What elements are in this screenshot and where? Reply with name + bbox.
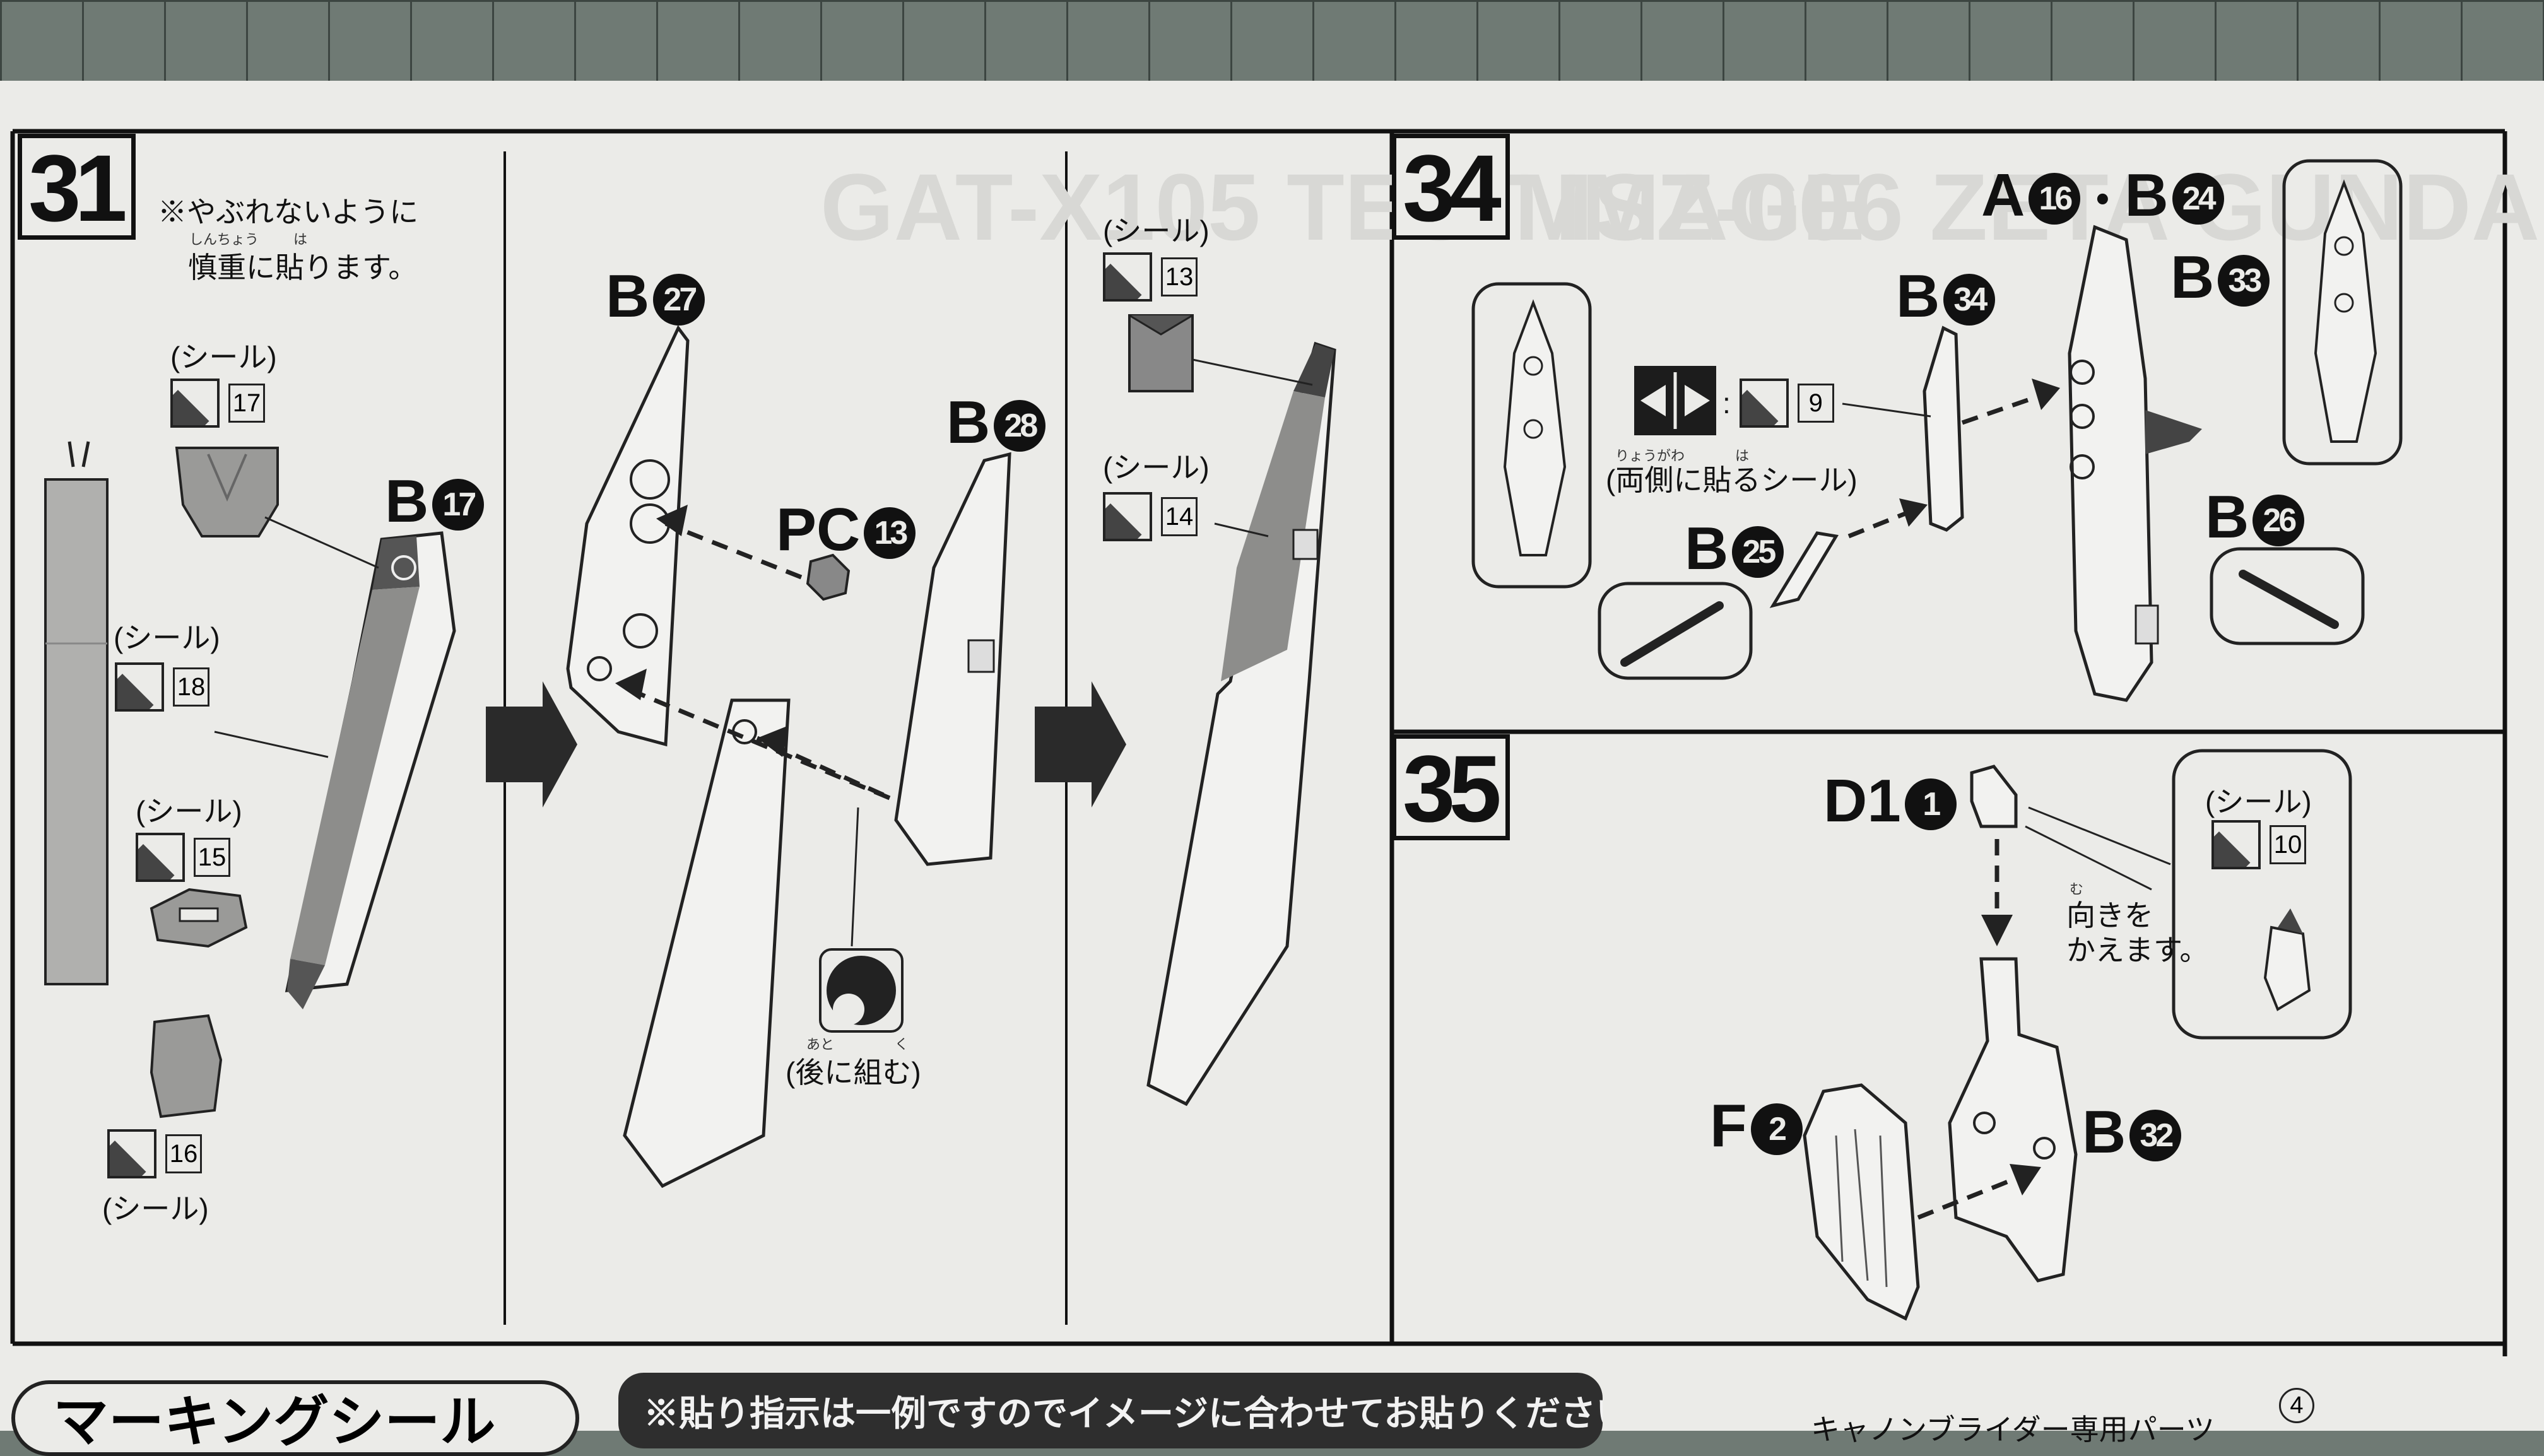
seal-label: (シール) <box>102 1192 209 1225</box>
part-d1 <box>1970 765 2018 828</box>
assemble-later-label: (後に組む) <box>786 1056 921 1089</box>
part-a16-b24 <box>2068 225 2153 702</box>
turn-ruby-mu: む <box>2070 881 2084 897</box>
turn-direction-line1: 向きを <box>2066 899 2153 932</box>
both-sides-ruby-ha: は <box>1735 448 1750 464</box>
turn-direction-line2: かえます。 <box>2066 934 2209 966</box>
decal-10: 10 <box>2211 820 2306 869</box>
b25-runner-box <box>1598 582 1753 680</box>
both-sides-decal-label: (両側に貼るシール) <box>1606 464 1858 496</box>
marking-seal-heading: マーキングシール <box>11 1380 579 1456</box>
part-b25 <box>1769 531 1839 608</box>
decal-13: 13 <box>1103 252 1198 302</box>
part-b32 <box>1948 957 2078 1283</box>
step-31-label: 31 <box>18 134 136 240</box>
caution-ruby-shincho: しんちょう <box>189 232 259 247</box>
part-b26 <box>2145 410 2202 454</box>
decal-16: 16 <box>107 1129 202 1178</box>
part-b28 <box>894 452 1011 866</box>
seal-label: (シール) <box>136 795 242 828</box>
reference-box-right <box>2282 159 2403 466</box>
b26-runner-box <box>2210 547 2365 645</box>
part-b27 <box>566 325 690 747</box>
caution-ruby-ha: は <box>293 232 308 247</box>
decal-14: 14 <box>1103 492 1198 541</box>
decal-17: 17 <box>170 379 265 428</box>
decal-9: :9 <box>1722 379 1834 428</box>
page-number: 4 <box>2279 1388 2314 1423</box>
seal-label: (シール) <box>170 341 277 373</box>
part-pc13 <box>806 553 851 601</box>
part-b34 <box>1923 326 1964 532</box>
decal-16-shape <box>150 1014 223 1118</box>
svg-text:GAT-X105 TEST IMAGE: GAT-X105 TEST IMAGE <box>820 154 1865 260</box>
placement-note-banner: ※貼り指示は一例ですのでイメージに合わせてお貼りください。 <box>618 1373 1603 1448</box>
decal-sheet-strip <box>44 478 109 985</box>
svg-text:MSZ-006 ZETA GUNDAM: MSZ-006 ZETA GUNDAM <box>1514 154 2544 260</box>
caution-note-line1: ※やぶれないように <box>158 196 419 228</box>
seal-label: (シール) <box>114 621 220 654</box>
both-sides-ruby-ryougawa: りょうがわ <box>1615 448 1685 464</box>
decal-15: 15 <box>136 833 230 882</box>
part-lower-wing <box>623 698 791 1189</box>
step-35-label: 35 <box>1392 734 1510 840</box>
seal-label: (シール) <box>1103 451 1210 484</box>
step-arrow <box>1035 681 1126 807</box>
step-arrow <box>486 681 577 807</box>
exclusive-parts-label: キャノンブライダー専用パーツ <box>1811 1413 2215 1446</box>
later-ruby-ato: あと <box>806 1036 835 1052</box>
decal-17-shape <box>175 447 279 537</box>
later-ruby-ku: く <box>895 1036 909 1052</box>
seal-label: (シール) <box>1103 214 1210 247</box>
seal-label: (シール) <box>2205 785 2312 818</box>
decal-18: 18 <box>115 662 209 712</box>
caution-note-line2: 慎重に貼ります。 <box>188 251 418 284</box>
reference-box-left <box>1471 282 1592 589</box>
detail-box <box>2172 749 2352 1040</box>
step-34-label: 34 <box>1392 134 1510 240</box>
